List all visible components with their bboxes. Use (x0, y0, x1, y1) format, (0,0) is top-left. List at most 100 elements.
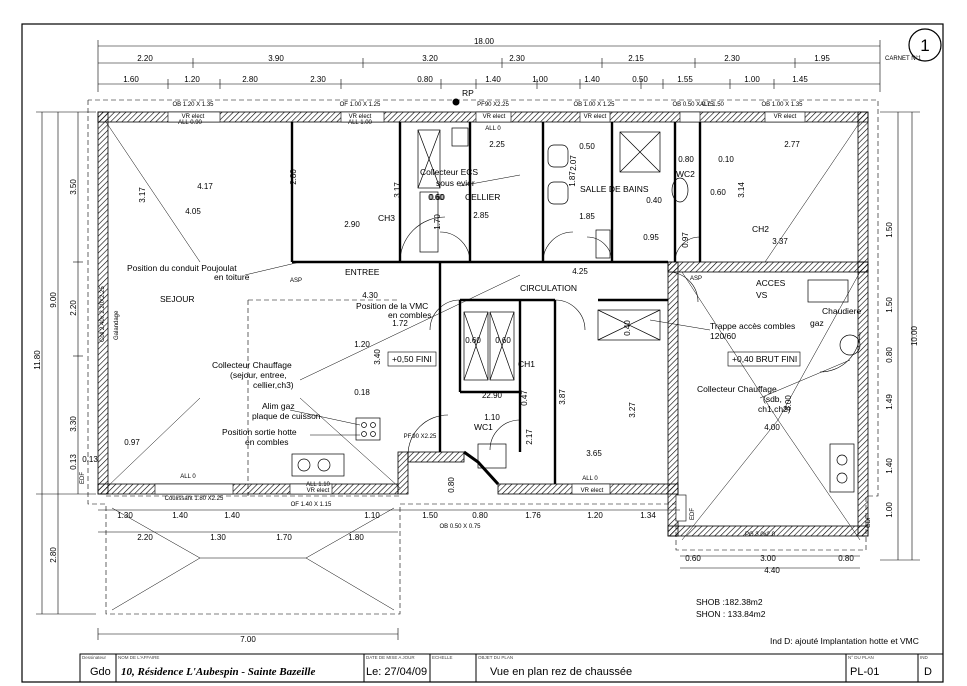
chaudiere-label: Chaudiere (822, 306, 861, 316)
surface-shon: SHON : 133.84m2 (696, 609, 766, 619)
window-markers (154, 111, 806, 522)
dim-top-r2-7: 1.00 (532, 75, 548, 84)
tb-index-label: IND (920, 655, 929, 660)
note-collecteur-ecs-2: sous evier (436, 178, 475, 188)
dim-top-r2-5: 0.80 (417, 75, 433, 84)
interior-dim-2: 4.17 (197, 182, 213, 191)
note-leaders (244, 174, 851, 436)
dim-bottom-r2-4: 1.80 (348, 533, 364, 542)
dim-top-r1-1: 2.20 (137, 54, 153, 63)
dim-top-r2-2: 1.20 (184, 75, 200, 84)
allege-label-5: ALL 1.50 (700, 102, 724, 108)
window-label-2: OF 1.00 X 1.25 (340, 102, 381, 108)
dim-bottom-r1-4: 1.10 (364, 511, 380, 520)
dim-right-part-2: 1.50 (885, 297, 894, 313)
dim-garage-3: 0.80 (838, 554, 854, 563)
interior-dim-24: 4.30 (362, 291, 378, 300)
dim-top-r1-3: 3.20 (422, 54, 438, 63)
tb-plan-label: N° DU PLAN (848, 655, 874, 660)
note-gaz: Alim gaz (262, 401, 295, 411)
vr-label-7: VR elect (581, 488, 604, 494)
note-wall-spec: Coll 2.40x 2.20X2.25 (100, 286, 106, 342)
interior-dim-44: 0.80 (447, 477, 456, 493)
note-gdf: GDF (866, 515, 872, 528)
interior-dim-6: 3.17 (393, 182, 402, 198)
interior-dim-30: 0.60 (428, 193, 444, 202)
dim-bottom-r1-1: 1.30 (117, 511, 133, 520)
dim-top-r2-9: 0.50 (632, 75, 648, 84)
interior-dim-35: 0.47 (520, 390, 529, 406)
tb-view: Vue en plan rez de chaussée (490, 666, 632, 678)
dim-bottom-overall: 7.00 (240, 635, 256, 644)
sheet-border (21, 23, 944, 683)
dim-right-part-5: 1.40 (885, 458, 894, 474)
interior-dim-16: 0.80 (678, 155, 694, 164)
left-dimension-lines (36, 111, 96, 615)
allege-label-2: ALL 1.00 (348, 120, 372, 126)
note-niveau-1: +0,50 FINI (392, 354, 432, 364)
room-vs: VS (756, 290, 768, 300)
interior-dim-17: 0.10 (718, 155, 734, 164)
note-edf-left: EDF (80, 472, 86, 484)
dim-left-part-4: 0.13 (69, 454, 78, 470)
room-wc1: WC1 (474, 422, 493, 432)
dim-top-r1-5: 2.15 (628, 54, 644, 63)
coulissant-label: Coulissant 1.80 X2.25 (165, 496, 224, 502)
interior-walls (290, 122, 702, 484)
tb-project: 10, Résidence L'Aubespin - Sainte Bazeil… (121, 666, 315, 678)
level-box-2 (727, 351, 801, 367)
dim-bottom-r1-6: 0.80 (472, 511, 488, 520)
dim-bottom-r1-8: 1.20 (587, 511, 603, 520)
dim-left-part-3: 3.30 (69, 416, 78, 432)
note-rp: RP (462, 88, 474, 98)
interior-dim-43: 0.50 (579, 142, 595, 151)
room-entree: ENTREE (345, 267, 380, 277)
garage-door-label: PG 3.0x2.0 (745, 532, 776, 538)
interior-dim-20: 3.37 (772, 237, 788, 246)
room-ch2: CH2 (752, 224, 769, 234)
interior-dim-14: 0.95 (643, 233, 659, 242)
interior-dim-13: 1.87 (568, 171, 577, 187)
interior-dim-31: 0.60 (465, 336, 481, 345)
dim-top-r2-6: 1.40 (485, 75, 501, 84)
note-chauffage-2: (sejour, entree, (230, 370, 287, 380)
entry-door-label: PF.90 X2.25 (404, 434, 437, 440)
note-asp-1: ASP (290, 278, 302, 284)
note-vmc: Position de la VMC (356, 301, 428, 311)
tb-view-label: OBJET DU PLAN (478, 655, 513, 660)
gaz-label: gaz (810, 318, 824, 328)
dim-right-part-6: 1.00 (885, 502, 894, 518)
dim-garage-overall: 4.40 (764, 566, 780, 575)
interior-dim-27: 3.40 (373, 349, 382, 365)
dim-garage-2: 3.00 (760, 554, 776, 563)
title-block-frame (79, 653, 944, 683)
dim-bottom-r2-2: 1.30 (210, 533, 226, 542)
window-label-3: OB 1.00 X 1.25 (573, 102, 615, 108)
allege-label-7: ALL 1.10 (306, 482, 330, 488)
interior-dimensions: 3.174.174.052.802.903.171.702.252.850.60… (82, 140, 800, 493)
interior-dim-34: 3.27 (628, 402, 637, 418)
note-asp-2: ASP (690, 276, 702, 282)
interior-dim-22: 0.40 (646, 196, 662, 205)
vr-label-4: VR elect (584, 114, 607, 120)
dim-bottom-r1-9: 1.34 (640, 511, 656, 520)
tb-scale-label: ECHELLE (432, 655, 453, 660)
revision-note: Ind D: ajouté Implantation hotte et VMC (770, 636, 919, 646)
interior-dim-38: 22.90 (482, 391, 503, 400)
level-box-1 (387, 351, 437, 367)
tb-project-label: NOM DE L'AFFAIRE (118, 655, 159, 660)
room-ch3: CH3 (378, 213, 395, 223)
dim-left-part-2: 2.20 (69, 300, 78, 316)
note-chauffage: Collecteur Chauffage (212, 360, 292, 370)
tb-date-label: DATE DE MISE A JOUR (366, 655, 415, 660)
dim-right-part-3: 0.80 (885, 347, 894, 363)
interior-dim-29: 0.97 (124, 438, 140, 447)
cuisine-window-label: OF 1.40 X 1.15 (291, 502, 332, 508)
dim-left-sub-1: 9.00 (49, 292, 58, 308)
allege-label-6: ALL 0 (582, 476, 598, 482)
allege-label-1: ALL 0.90 (178, 120, 202, 126)
dim-top-r2-11: 1.00 (744, 75, 760, 84)
